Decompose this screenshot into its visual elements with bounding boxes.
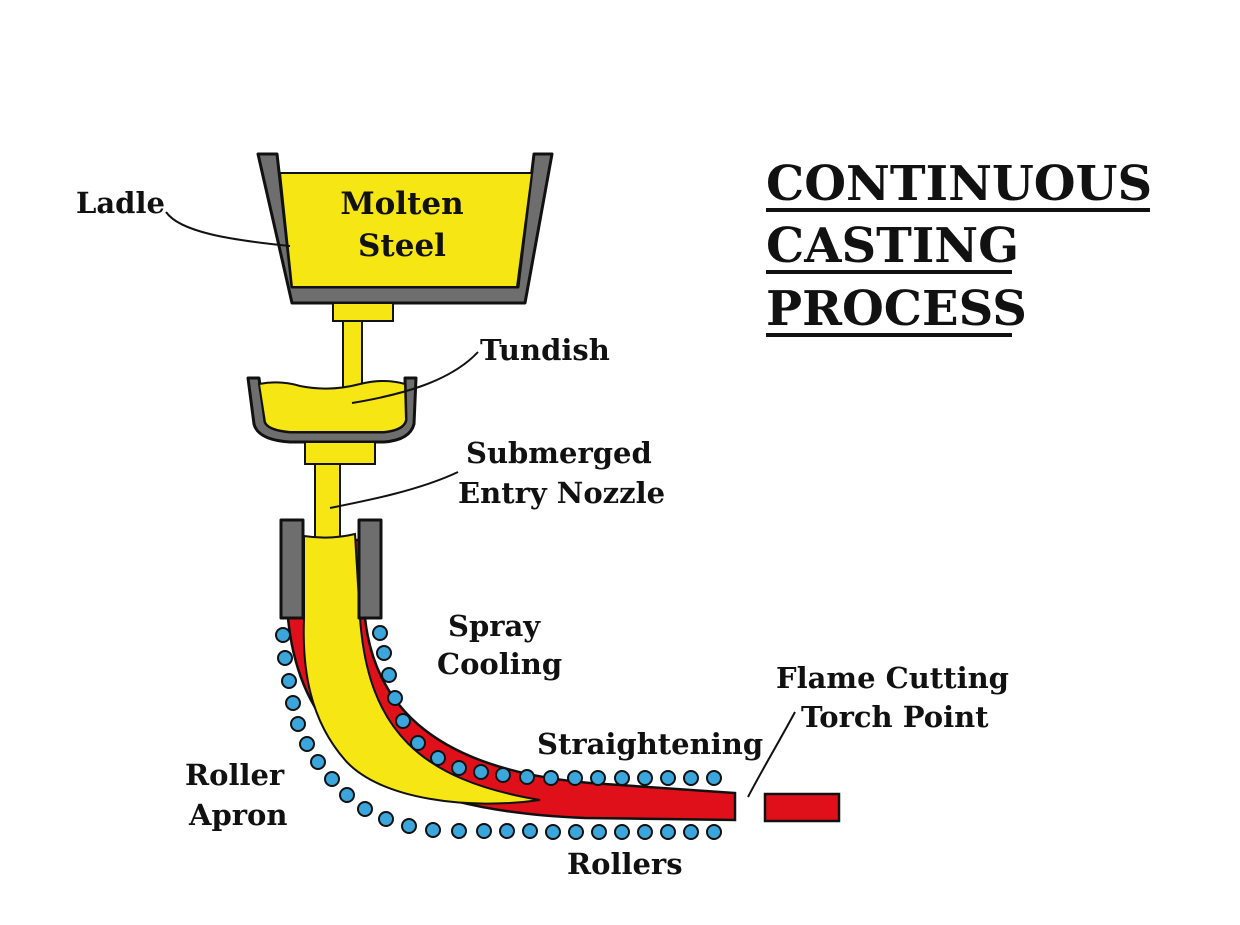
tundish-leader (351, 351, 479, 404)
outer-roller-9 (339, 787, 355, 803)
inner-roller-10 (495, 767, 511, 783)
inner-roller-8 (451, 760, 467, 776)
diagram-title: CONTINUOUS CASTING PROCESS (766, 156, 1152, 337)
inner-roller-9 (473, 764, 489, 780)
inner-roller-17 (660, 770, 676, 786)
mould (279, 518, 383, 620)
ladle-molten-steel (278, 172, 534, 288)
inner-roller-7 (430, 750, 446, 766)
tundish-label: Tundish (480, 333, 610, 367)
ladle: Molten Steel (256, 152, 554, 305)
rollers-label: Rollers (567, 847, 683, 881)
inner-roller-12 (543, 770, 559, 786)
rollers (275, 625, 722, 840)
title-line-3: PROCESS (766, 281, 1027, 337)
molten-steel-label-line-1: Molten (340, 186, 463, 222)
outer-roller-11 (378, 811, 394, 827)
title-line-1: CONTINUOUS (766, 156, 1152, 212)
cut-slab (763, 792, 841, 823)
outer-roller-7 (310, 754, 326, 770)
mould-wall-left (279, 518, 305, 620)
inner-roller-16 (637, 770, 653, 786)
tundish (246, 376, 418, 444)
outer-roller-12 (401, 818, 417, 834)
leader-lines (165, 211, 796, 798)
inner-roller-2 (376, 645, 392, 661)
outer-roller-20 (591, 824, 607, 840)
inner-roller-4 (387, 690, 403, 706)
title-line-2: CASTING (766, 218, 1019, 274)
flame-cutting-leader (747, 711, 796, 798)
inner-roller-13 (567, 770, 583, 786)
outer-roller-3 (281, 673, 297, 689)
outer-roller-22 (637, 824, 653, 840)
inner-roller-15 (614, 770, 630, 786)
outer-roller-5 (290, 716, 306, 732)
outer-roller-2 (277, 650, 293, 666)
outer-roller-13 (425, 822, 441, 838)
flame-cutting-label-line-1: Flame Cutting (776, 661, 1009, 695)
inner-roller-5 (395, 713, 411, 729)
outer-roller-24 (683, 824, 699, 840)
inner-roller-6 (410, 735, 426, 751)
roller-apron-label-line-2: Apron (188, 798, 287, 832)
ladle-label: Ladle (76, 186, 165, 220)
inner-roller-1 (372, 625, 388, 641)
outer-roller-15 (476, 823, 492, 839)
spray-cooling-label-line-2: Cooling (437, 647, 562, 681)
labels: Ladle Tundish Submerged Entry Nozzle Spr… (76, 186, 1009, 881)
outer-roller-4 (285, 695, 301, 711)
inner-roller-3 (381, 667, 397, 683)
outer-roller-21 (614, 824, 630, 840)
mould-wall-right (357, 518, 383, 620)
outer-roller-6 (299, 736, 315, 752)
roller-apron-label-line-1: Roller (185, 758, 285, 792)
outer-roller-8 (324, 771, 340, 787)
inner-roller-19 (706, 770, 722, 786)
outer-roller-25 (706, 824, 722, 840)
nozzle-leader (329, 471, 459, 509)
inner-roller-11 (519, 769, 535, 785)
nozzle-label-line-1: Submerged (466, 436, 652, 470)
ladle-leader (165, 211, 291, 247)
outer-roller-1 (275, 627, 291, 643)
outer-roller-19 (568, 824, 584, 840)
outer-roller-23 (660, 824, 676, 840)
outer-roller-17 (522, 823, 538, 839)
outer-roller-16 (499, 823, 515, 839)
inner-roller-18 (683, 770, 699, 786)
nozzle-label-line-2: Entry Nozzle (458, 476, 665, 510)
straightening-label: Straightening (537, 727, 763, 761)
inner-roller-14 (590, 770, 606, 786)
outer-roller-14 (451, 823, 467, 839)
tundish-molten-steel (257, 380, 408, 433)
outer-roller-10 (357, 801, 373, 817)
outer-roller-18 (545, 824, 561, 840)
spray-cooling-label-line-1: Spray (448, 609, 541, 643)
flame-cutting-label-line-2: Torch Point (801, 700, 989, 734)
molten-steel-label-line-2: Steel (358, 228, 446, 264)
